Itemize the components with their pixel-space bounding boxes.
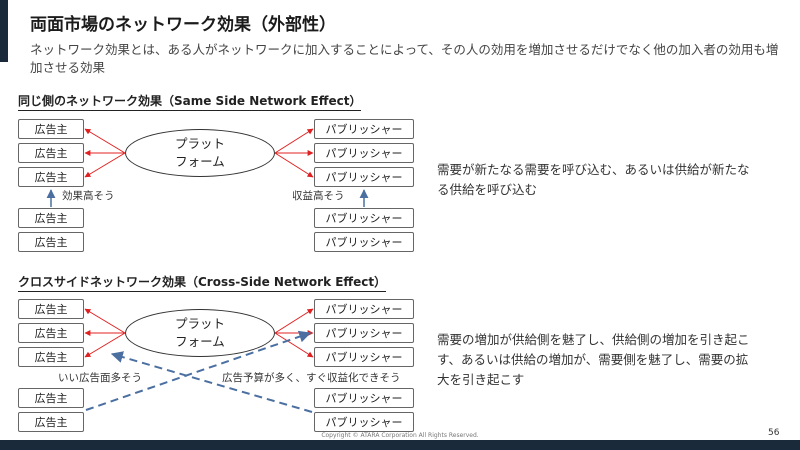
same-platform-line2: フォーム [175, 154, 225, 169]
copyright-text: Copyright © ATARA Corporation All Rights… [321, 432, 479, 439]
cross-publisher-box-1: パブリッシャー [314, 299, 414, 319]
page-subtitle: ネットワーク効果とは、ある人がネットワークに加入することによって、その人の効用を… [30, 42, 779, 75]
cross-publisher-box-3: パブリッシャー [314, 347, 414, 367]
same-advertiser-box-1: 広告主 [18, 119, 84, 139]
cross-advertiser-box-2: 広告主 [18, 323, 84, 343]
cross-note-left: いい広告面多そう [58, 372, 142, 384]
bottom-bar [0, 440, 800, 450]
cross-advertiser-box-3: 広告主 [18, 347, 84, 367]
cross-platform-line1: プラット [174, 316, 225, 331]
same-side-heading: 同じ側のネットワーク効果（Same Side Network Effect） [18, 92, 362, 111]
same-side-description: 需要が新たなる需要を呼び込む、あるいは供給が新たなる供給を呼び込む [437, 162, 750, 197]
same-advertiser-box-2: 広告主 [18, 143, 84, 163]
same-platform-line1: プラット [174, 136, 225, 151]
cross-platform-line2: フォーム [175, 334, 225, 349]
same-advertiser-box-3: 広告主 [18, 167, 84, 187]
same-platform-ellipse: プラット フォーム [125, 129, 275, 177]
page-number: 56 [768, 428, 780, 438]
cross-publisher-box-4: パブリッシャー [314, 388, 414, 408]
cross-side-heading: クロスサイドネットワーク効果（Cross-Side Network Effect… [18, 273, 387, 292]
same-publisher-box-1: パブリッシャー [314, 119, 414, 139]
same-publisher-box-5: パブリッシャー [314, 232, 414, 252]
cross-advertiser-box-5: 広告主 [18, 412, 84, 432]
same-publisher-box-2: パブリッシャー [314, 143, 414, 163]
cross-note-right: 広告予算が多く、すぐ収益化できそう [222, 372, 401, 384]
same-note-right: 収益高そう [292, 190, 345, 202]
cross-publisher-box-5: パブリッシャー [314, 412, 414, 432]
same-note-left: 効果高そう [62, 190, 115, 202]
same-advertiser-box-5: 広告主 [18, 232, 84, 252]
cross-advertiser-box-1: 広告主 [18, 299, 84, 319]
page-title: 両面市場のネットワーク効果（外部性） [30, 15, 336, 35]
same-advertiser-box-4: 広告主 [18, 208, 84, 228]
cross-side-description: 需要の増加が供給側を魅了し、供給側の増加を引き起こす、あるいは供給の増加が、需要… [437, 332, 750, 387]
same-publisher-box-4: パブリッシャー [314, 208, 414, 228]
cross-publisher-box-2: パブリッシャー [314, 323, 414, 343]
cross-platform-ellipse: プラット フォーム [125, 309, 275, 357]
cross-advertiser-box-4: 広告主 [18, 388, 84, 408]
top-accent-bar [0, 0, 8, 62]
same-publisher-box-3: パブリッシャー [314, 167, 414, 187]
